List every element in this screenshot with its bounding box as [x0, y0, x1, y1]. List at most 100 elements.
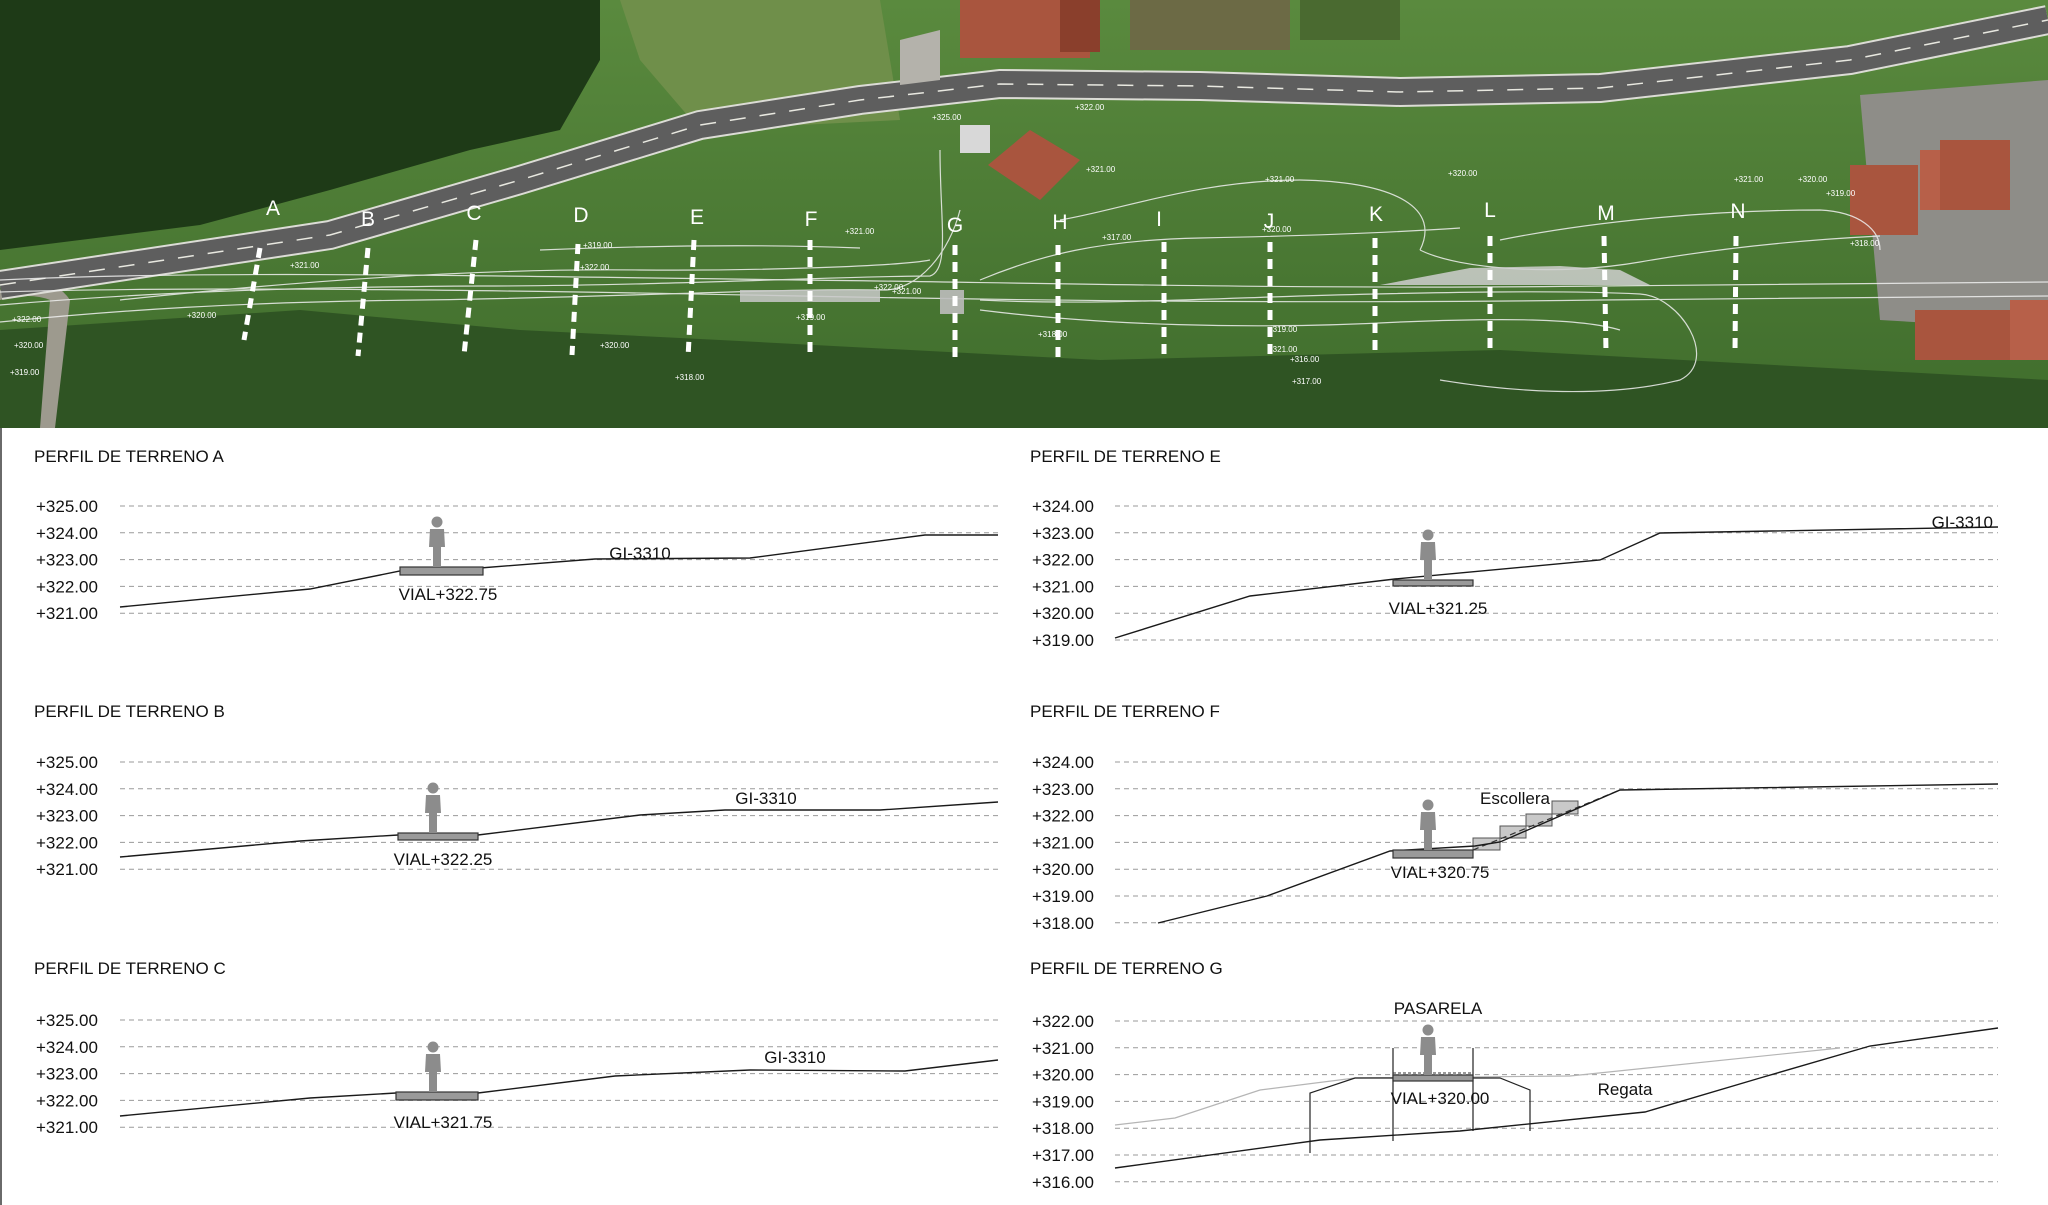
vial-pathway-section — [399, 566, 484, 576]
elevation-label: +321.00 — [36, 604, 98, 623]
elevation-label: +321.00 — [36, 1118, 98, 1137]
section-cut-line — [1601, 235, 1609, 353]
contour-label: +318.00 — [1850, 239, 1880, 248]
terrain-profile-line — [119, 534, 998, 608]
elevation-label: +323.00 — [36, 807, 98, 826]
contour-label: +319.00 — [583, 241, 613, 250]
secondary-terrain-line — [1114, 1047, 1841, 1126]
roof-building — [988, 130, 1080, 200]
section-letter-d: D — [573, 204, 588, 227]
road-centerline — [0, 19, 2048, 286]
contour-label: +320.00 — [1448, 169, 1478, 178]
elevation-label: +318.00 — [1032, 1119, 1094, 1138]
field-plot — [1130, 0, 1290, 50]
terrain-profile-line — [119, 801, 999, 858]
elevation-label: +325.00 — [36, 497, 98, 516]
elevation-label: +321.00 — [1032, 577, 1094, 596]
section-letter-m: M — [1597, 202, 1615, 225]
contour-label: +321.00 — [892, 287, 922, 296]
person-head — [1422, 529, 1434, 541]
elevation-label: +324.00 — [36, 1038, 98, 1057]
contour-label: +319.00 — [10, 368, 40, 377]
section-letter-c: C — [466, 202, 481, 225]
contour-labels: +325.00+322.00+321.00+321.00+320.00+320.… — [10, 103, 1880, 386]
elevation-label: +322.00 — [36, 1091, 98, 1110]
contour-label: +322.00 — [1075, 103, 1105, 112]
elevation-label: +322.00 — [36, 577, 98, 596]
elevation-label: +316.00 — [1032, 1173, 1094, 1192]
elevation-label: +320.00 — [1032, 860, 1094, 879]
escollera-block — [1525, 813, 1553, 827]
contour-label: +318.00 — [675, 373, 705, 382]
elevation-label: +319.00 — [1032, 887, 1094, 906]
section-letter-b: B — [361, 208, 375, 231]
vial-pathway-section — [1392, 1074, 1474, 1082]
contour-label: +325.00 — [932, 113, 962, 122]
elevation-label: +324.00 — [1032, 497, 1094, 516]
contour-label: +320.00 — [1262, 225, 1292, 234]
elevation-label: +320.00 — [1032, 1066, 1094, 1085]
elevation-label: +323.00 — [36, 1065, 98, 1084]
vial-elevation-label: VIAL+320.00 — [1391, 1089, 1490, 1108]
contour-label: +321.00 — [290, 261, 320, 270]
shed — [960, 125, 990, 153]
contour-label: +322.00 — [580, 263, 610, 272]
section-letter-h: H — [1052, 211, 1067, 234]
profile-f: PERFIL DE TERRENO F+324.00+323.00+322.00… — [1030, 702, 1999, 933]
profile-annotation: Regata — [1598, 1080, 1653, 1099]
footbridge-plan — [940, 290, 964, 314]
person-body — [1420, 812, 1436, 850]
elevation-label: +323.00 — [36, 551, 98, 570]
elevation-label: +322.00 — [36, 833, 98, 852]
vial-pathway-section — [1392, 849, 1474, 859]
section-letter-f: F — [805, 208, 818, 231]
section-letter-l: L — [1484, 199, 1496, 222]
elevation-label: +320.00 — [1032, 604, 1094, 623]
profile-c: PERFIL DE TERRENO C+325.00+324.00+323.00… — [34, 959, 999, 1137]
section-letter-n: N — [1730, 200, 1745, 223]
section-cut-line — [461, 239, 479, 356]
elevation-label: +324.00 — [1032, 753, 1094, 772]
person-head — [1422, 799, 1434, 811]
contour-label: +321.00 — [1734, 175, 1764, 184]
section-letter-e: E — [690, 206, 704, 229]
profile-g: PERFIL DE TERRENO G+322.00+321.00+320.00… — [1030, 959, 1999, 1192]
profile-annotation: GI-3310 — [764, 1048, 825, 1067]
person-head — [1422, 1024, 1434, 1036]
roof-building — [1060, 0, 1100, 52]
contour-label: +321.00 — [845, 227, 875, 236]
profile-annotation: GI-3310 — [609, 544, 670, 563]
contour-label: +320.00 — [1798, 175, 1828, 184]
elevation-label: +321.00 — [1032, 833, 1094, 852]
profile-annotation: GI-3310 — [735, 789, 796, 808]
contour-label: +319.00 — [796, 313, 826, 322]
profile-b: PERFIL DE TERRENO B+325.00+324.00+323.00… — [34, 702, 999, 879]
contour-label: +320.00 — [14, 341, 44, 350]
section-letter-k: K — [1369, 203, 1383, 226]
forest-area — [0, 0, 600, 250]
elevation-label: +319.00 — [1032, 631, 1094, 650]
contour-label: +319.00 — [1826, 189, 1856, 198]
person-head — [427, 1041, 439, 1053]
section-letter-a: A — [266, 197, 280, 220]
person-body — [425, 1054, 441, 1092]
profile-e: PERFIL DE TERRENO E+324.00+323.00+322.00… — [1030, 447, 1999, 650]
terrain-profile-line — [1157, 783, 1999, 924]
vial-pathway-section — [1392, 579, 1474, 587]
roof-building — [1915, 310, 2010, 360]
profile-title: PERFIL DE TERRENO C — [34, 959, 226, 978]
person-head — [427, 782, 439, 794]
contour-label: +318.00 — [1038, 330, 1068, 339]
section-cut-lines — [241, 235, 1739, 360]
contour-label: +322.00 — [874, 283, 904, 292]
lower-vegetation — [0, 310, 2048, 428]
elevation-label: +323.00 — [1032, 780, 1094, 799]
vial-elevation-label: VIAL+322.75 — [399, 585, 498, 604]
contour-label: +322.00 — [12, 315, 42, 324]
person-body — [1420, 1037, 1436, 1075]
profile-title: PERFIL DE TERRENO G — [1030, 959, 1223, 978]
elevation-label: +322.00 — [1032, 1012, 1094, 1031]
contour-label: +316.00 — [1290, 355, 1320, 364]
elevation-label: +319.00 — [1032, 1092, 1094, 1111]
